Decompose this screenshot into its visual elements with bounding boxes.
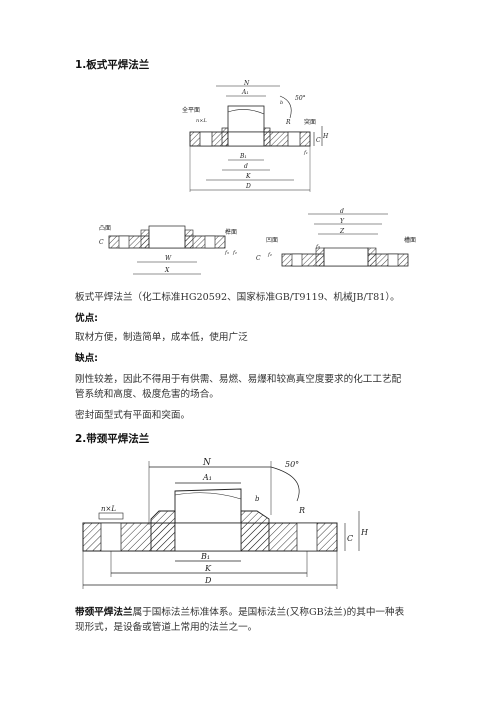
fig1-label-B1: B₁ [239, 153, 247, 160]
fig3-label-concave: 凹面 [266, 237, 278, 244]
fig1-label-K: K [245, 173, 251, 180]
section1-caption: 板式平焊法兰（化工标准HG20592、国家标准GB/T9119、机械JB/T81… [75, 292, 400, 303]
fig1-label-nL: n×L [196, 118, 207, 124]
fig4-label-R: R [298, 506, 305, 515]
pros-text: 取材方便，制造简单，成本低，使用广泛 [75, 332, 248, 343]
cons-line-1: 刚性较差，因此不得用于有供需、易燃、易爆和较高真空度要求的化工工艺配 [75, 374, 402, 385]
fig2-label-W: W [165, 255, 172, 262]
section2-desc: 带颈平焊法兰属于国标法兰标准体系。是国标法兰(又称GB法兰)的其中一种表 [75, 605, 435, 620]
fig4-label-b: b [255, 495, 260, 503]
fig2-label-tenon: 榫面 [225, 228, 237, 236]
fig4-label-D: D [204, 576, 212, 585]
fig1-label-N: N [243, 80, 250, 87]
fig1-label-full-plane: 全平面 [182, 106, 200, 114]
fig1-label-R: R [285, 119, 291, 126]
cons-line-2: 管系统和高度、极度危害的场合。 [75, 389, 219, 400]
fig2-label-convex: 凸面 [99, 225, 111, 232]
fig3-label-Z: Z [339, 228, 345, 235]
fig1-label-angle: 50° [295, 95, 306, 102]
fig4-label-N: N [202, 458, 212, 468]
fig1-label-d: d [244, 163, 248, 170]
fig1-label-f1: f₁ [303, 150, 308, 156]
convex-tenon-drawing: 凸面 榫面 C f₂ f₃ W X [99, 225, 237, 275]
fig4-label-nL: n×L [101, 505, 116, 513]
fig3-label-C: C [256, 255, 261, 262]
fig4-label-C: C [347, 534, 353, 543]
seal-face-text: 密封面型式有平面和突面。 [75, 410, 191, 421]
section1-heading: 1.板式平焊法兰 [75, 59, 150, 71]
hubbed-flange-drawing: N 50° A₁ b n×L R C H B₁ K D [82, 458, 369, 589]
fig1-label-D: D [245, 183, 251, 190]
fig4-label-A1: A₁ [202, 473, 212, 482]
cons-title: 缺点: [75, 353, 99, 364]
fig1-label-b: b [280, 100, 283, 106]
fig4-label-H: H [360, 528, 369, 537]
fig1-label-C: C [316, 137, 321, 144]
fig3-label-Y: Y [340, 218, 345, 225]
plate-flange-drawing: N A₁ b 50° 全平面 n×L R 突面 C H f₁ B₁ d K D [182, 80, 329, 192]
section2-heading: 2.带颈平焊法兰 [75, 433, 150, 445]
fig2-label-f3: f₃ [224, 250, 229, 256]
fig3-label-groove: 槽面 [404, 236, 416, 244]
fig1-label-H: H [322, 133, 329, 140]
fig2-label-C: C [99, 239, 104, 246]
pros-title: 优点: [75, 313, 99, 324]
section2-desc-rest: 属于国标法兰标准体系。是国标法兰(又称GB法兰)的其中一种表 [132, 607, 405, 618]
fig3-label-f3: f₃ [315, 244, 320, 250]
fig4-label-K: K [204, 564, 212, 573]
fig3-label-d: d [340, 208, 344, 215]
fig1-label-A1: A₁ [241, 89, 249, 96]
section2-desc-bold: 带颈平焊法兰 [75, 607, 133, 618]
section2-desc-line2: 现形式，是设备或管道上常用的法兰之一。 [75, 622, 258, 633]
fig4-label-angle: 50° [285, 460, 299, 469]
concave-groove-drawing: d Y Z 凹面 槽面 C f₂ f₃ [256, 208, 416, 267]
fig4-label-B1: B₁ [200, 552, 210, 561]
fig1-label-raised: 突面 [304, 118, 316, 126]
fig3-label-f2: f₂ [267, 252, 272, 258]
fig2-label-f2: f₂ [232, 250, 237, 256]
fig2-label-X: X [164, 267, 170, 274]
